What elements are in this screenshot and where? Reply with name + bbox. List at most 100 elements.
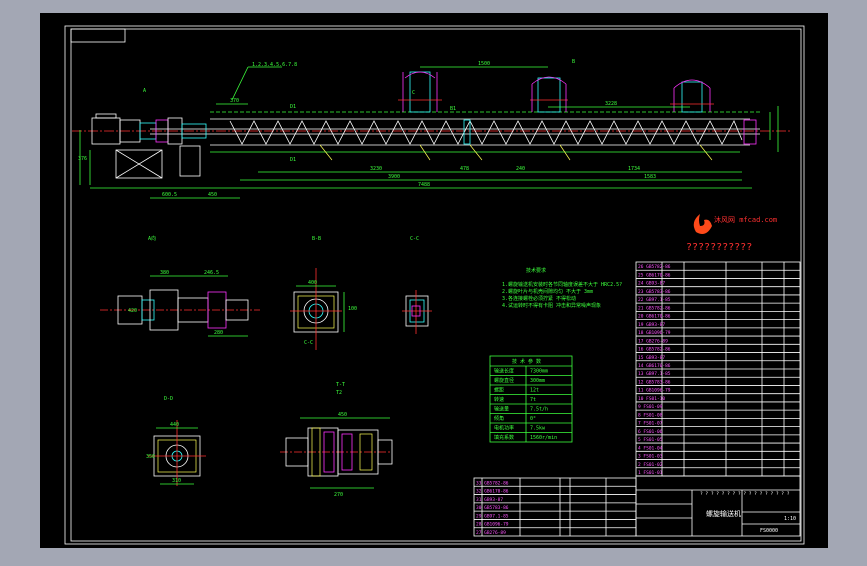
svg-text:? ? ? ? ? ? ? ? ? ? ? ? ? ? ?: ? ? ? ? ? ? ? ? ? ? ? ? ? ? ? ? ?	[700, 491, 790, 497]
bom-row: 9 FS01-09	[638, 404, 663, 410]
spec-key: 倾角	[494, 415, 504, 422]
dim-3900: 3900	[388, 174, 400, 180]
svg-text:246.5: 246.5	[204, 270, 219, 276]
bom-small-row: 32 GB6170-86	[476, 489, 509, 495]
bom-row: 23 GB5783-86	[638, 289, 671, 295]
dim-3228: 3228	[605, 101, 617, 107]
svg-text:440: 440	[170, 422, 179, 428]
section-view-a: 380 246.5 280 420	[100, 270, 260, 337]
mfcad-logo: 沐风网 mfcad.com ???????????	[686, 214, 777, 253]
bom-row: 24 GB93-87	[638, 281, 665, 287]
dim-240: 240	[516, 166, 525, 172]
label-d1-bottom: D1	[290, 157, 296, 163]
svg-text:???????????: ???????????	[686, 242, 752, 253]
bom-row: 11 GB1096-79	[638, 388, 671, 394]
bom-row: 18 GB1096-79	[638, 330, 671, 336]
dim-7488: 7488	[418, 182, 430, 188]
top-callout-note: 1.2.3.4.5.6.7.8	[252, 62, 297, 68]
spec-value: 1560r/min	[530, 435, 557, 441]
svg-text:技 术 参 数: 技 术 参 数	[512, 358, 541, 365]
view-label-t-t: T-T	[336, 382, 345, 388]
bom-row: 8 FS01-08	[638, 412, 663, 418]
svg-text:C-C: C-C	[304, 340, 313, 346]
spec-value: 7.5t/h	[530, 407, 548, 413]
bom-row: 19 GB93-87	[638, 322, 665, 328]
spec-key: 电机功率	[494, 425, 514, 432]
bom-table: 26 GB5782-86 25 GB6170-86 24 GB93-87 23 GB5…	[635, 261, 801, 477]
sheet-outer-border	[64, 25, 805, 545]
dim-1734: 1734	[628, 166, 640, 172]
bom-row: 7 FS01-07	[638, 421, 663, 427]
dim-450: 450	[208, 192, 217, 198]
svg-text:1.螺旋输送机安装时各节同轴度误差不大于 HRC2.5?: 1.螺旋输送机安装时各节同轴度误差不大于 HRC2.5?	[502, 281, 622, 288]
dim-600-5: 600.5	[162, 192, 177, 198]
spec-value: 7t	[530, 397, 536, 403]
bom-small-row: 29 GB97.1-85	[476, 513, 509, 519]
spec-value: 0°	[530, 416, 536, 422]
label-d1-top: D1	[290, 104, 296, 110]
bom-row: 12 GB5783-86	[638, 379, 671, 385]
title-block-drawing-no: FS0000	[760, 528, 778, 534]
main-elevation-view	[72, 66, 790, 199]
view-label-b-b: B-B	[312, 236, 321, 242]
dim-376: 376	[78, 156, 87, 162]
spec-key: 螺距	[494, 387, 504, 394]
arrow-b-label: B	[572, 59, 575, 65]
svg-text:280: 280	[214, 330, 223, 336]
tech-requirements-title: 技术要求	[526, 267, 546, 274]
svg-text:100: 100	[348, 306, 357, 312]
label-c: C	[412, 90, 415, 96]
bom-row: 21 GB5782-86	[638, 305, 671, 311]
bom-row: 26 GB5782-86	[638, 264, 671, 270]
bom-small-row: 33 GB5782-86	[476, 480, 509, 486]
bom-row: 5 FS01-05	[638, 437, 663, 443]
title-block-name: 螺旋输送机	[706, 509, 741, 518]
bom-row: 10 FS01-10	[638, 396, 665, 402]
dim-3230: 3230	[370, 166, 382, 172]
svg-text:400: 400	[308, 280, 317, 286]
view-label-c-c: C-C	[410, 236, 419, 242]
spec-key: 输送长度	[494, 368, 514, 375]
title-block-scale: 1:10	[784, 516, 796, 522]
sheet-inner-border	[70, 28, 802, 542]
title-block: ? ? ? ? ? ? ? ? ? ? ? ? ? ? ? ? ? 螺旋输送机 …	[635, 475, 801, 537]
svg-text:350: 350	[146, 454, 155, 460]
bom-row: 3 FS01-03	[638, 454, 663, 460]
bom-row: 14 GB6170-86	[638, 363, 671, 369]
spec-value: 7300mm	[530, 369, 548, 375]
bom-small-row: 28 GB1096-79	[476, 522, 509, 528]
bom-row: 13 GB97.1-85	[638, 371, 671, 377]
dim-1500: 1500	[478, 61, 490, 67]
bom-row: 15 GB93-87	[638, 355, 665, 361]
bom-row: 22 GB97.1-85	[638, 297, 671, 303]
dim-478: 478	[460, 166, 469, 172]
bom-small-row: 27 GB276-89	[476, 530, 506, 536]
bom-row: 17 GB276-89	[638, 338, 668, 344]
bom-row: 25 GB6170-86	[638, 272, 671, 278]
svg-text:270: 270	[334, 492, 343, 498]
bom-row: 6 FS01-06	[638, 429, 663, 435]
view-label-d-d: D-D	[164, 396, 173, 402]
bom-row: 16 GB5782-86	[638, 347, 671, 353]
svg-text:3.各连接螺栓必须拧紧 不得松动: 3.各连接螺栓必须拧紧 不得松动	[502, 295, 576, 302]
section-view-c-c	[402, 290, 432, 334]
spec-key: 填充系数	[494, 434, 514, 441]
spec-key: 螺旋直径	[494, 377, 514, 384]
spec-value: 12t	[530, 388, 539, 394]
svg-text:310: 310	[172, 478, 181, 484]
bom-row: 2 FS01-02	[638, 462, 663, 468]
spec-key: 输送量	[494, 406, 509, 413]
bom-small-row: 31 GB93-87	[476, 497, 503, 503]
view-label-t2: T2	[336, 390, 342, 396]
view-label-a: A	[143, 88, 146, 94]
bom-small-row: 30 GB5783-86	[476, 505, 509, 511]
svg-text:4.试运转时不得有卡阻 冲击和异常噪声现象: 4.试运转时不得有卡阻 冲击和异常噪声现象	[502, 302, 601, 309]
bom-table-small: 33 GB5782-86 32 GB6170-86 31 GB93-87 30 GB5…	[473, 477, 637, 537]
svg-text:380: 380	[160, 270, 169, 276]
dim-1583: 1583	[644, 174, 656, 180]
corner-code-box	[70, 28, 126, 43]
section-view-t-t: 450 270	[280, 412, 393, 498]
